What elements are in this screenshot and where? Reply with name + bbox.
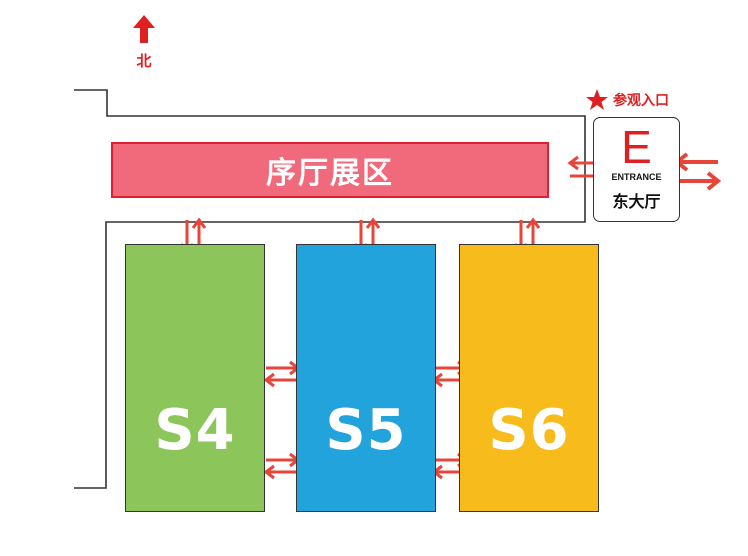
east-hall-entrance: E ENTRANCE 东大厅 [593,117,680,222]
lobby-exhibition-area: 序厅展区 [111,142,549,198]
two-way-arrow-icon [263,452,301,480]
north-label: 北 [136,52,152,70]
hall-s4-label: S4 [154,398,236,463]
wall-outline-top [74,89,586,489]
visit-entry-marker: 参观入口 [585,88,669,112]
hall-s5-label: S5 [325,398,407,463]
two-way-arrow-icon [263,360,301,388]
hall-s5: S5 [296,244,436,512]
hall-s6: S6 [459,244,599,512]
star-icon [586,89,608,110]
lobby-label: 序厅展区 [266,156,394,191]
hall-s6-label: S6 [488,398,570,463]
visit-entry-label: 参观入口 [613,93,669,109]
north-arrow-icon [133,15,155,43]
entrance-english-label: ENTRANCE [611,172,662,182]
north-indicator: 北 [128,14,160,71]
hall-s4: S4 [125,244,265,512]
entrance-chinese-label: 东大厅 [612,192,661,211]
entrance-letter: E [621,121,652,173]
two-way-arrow-icon [673,152,722,191]
